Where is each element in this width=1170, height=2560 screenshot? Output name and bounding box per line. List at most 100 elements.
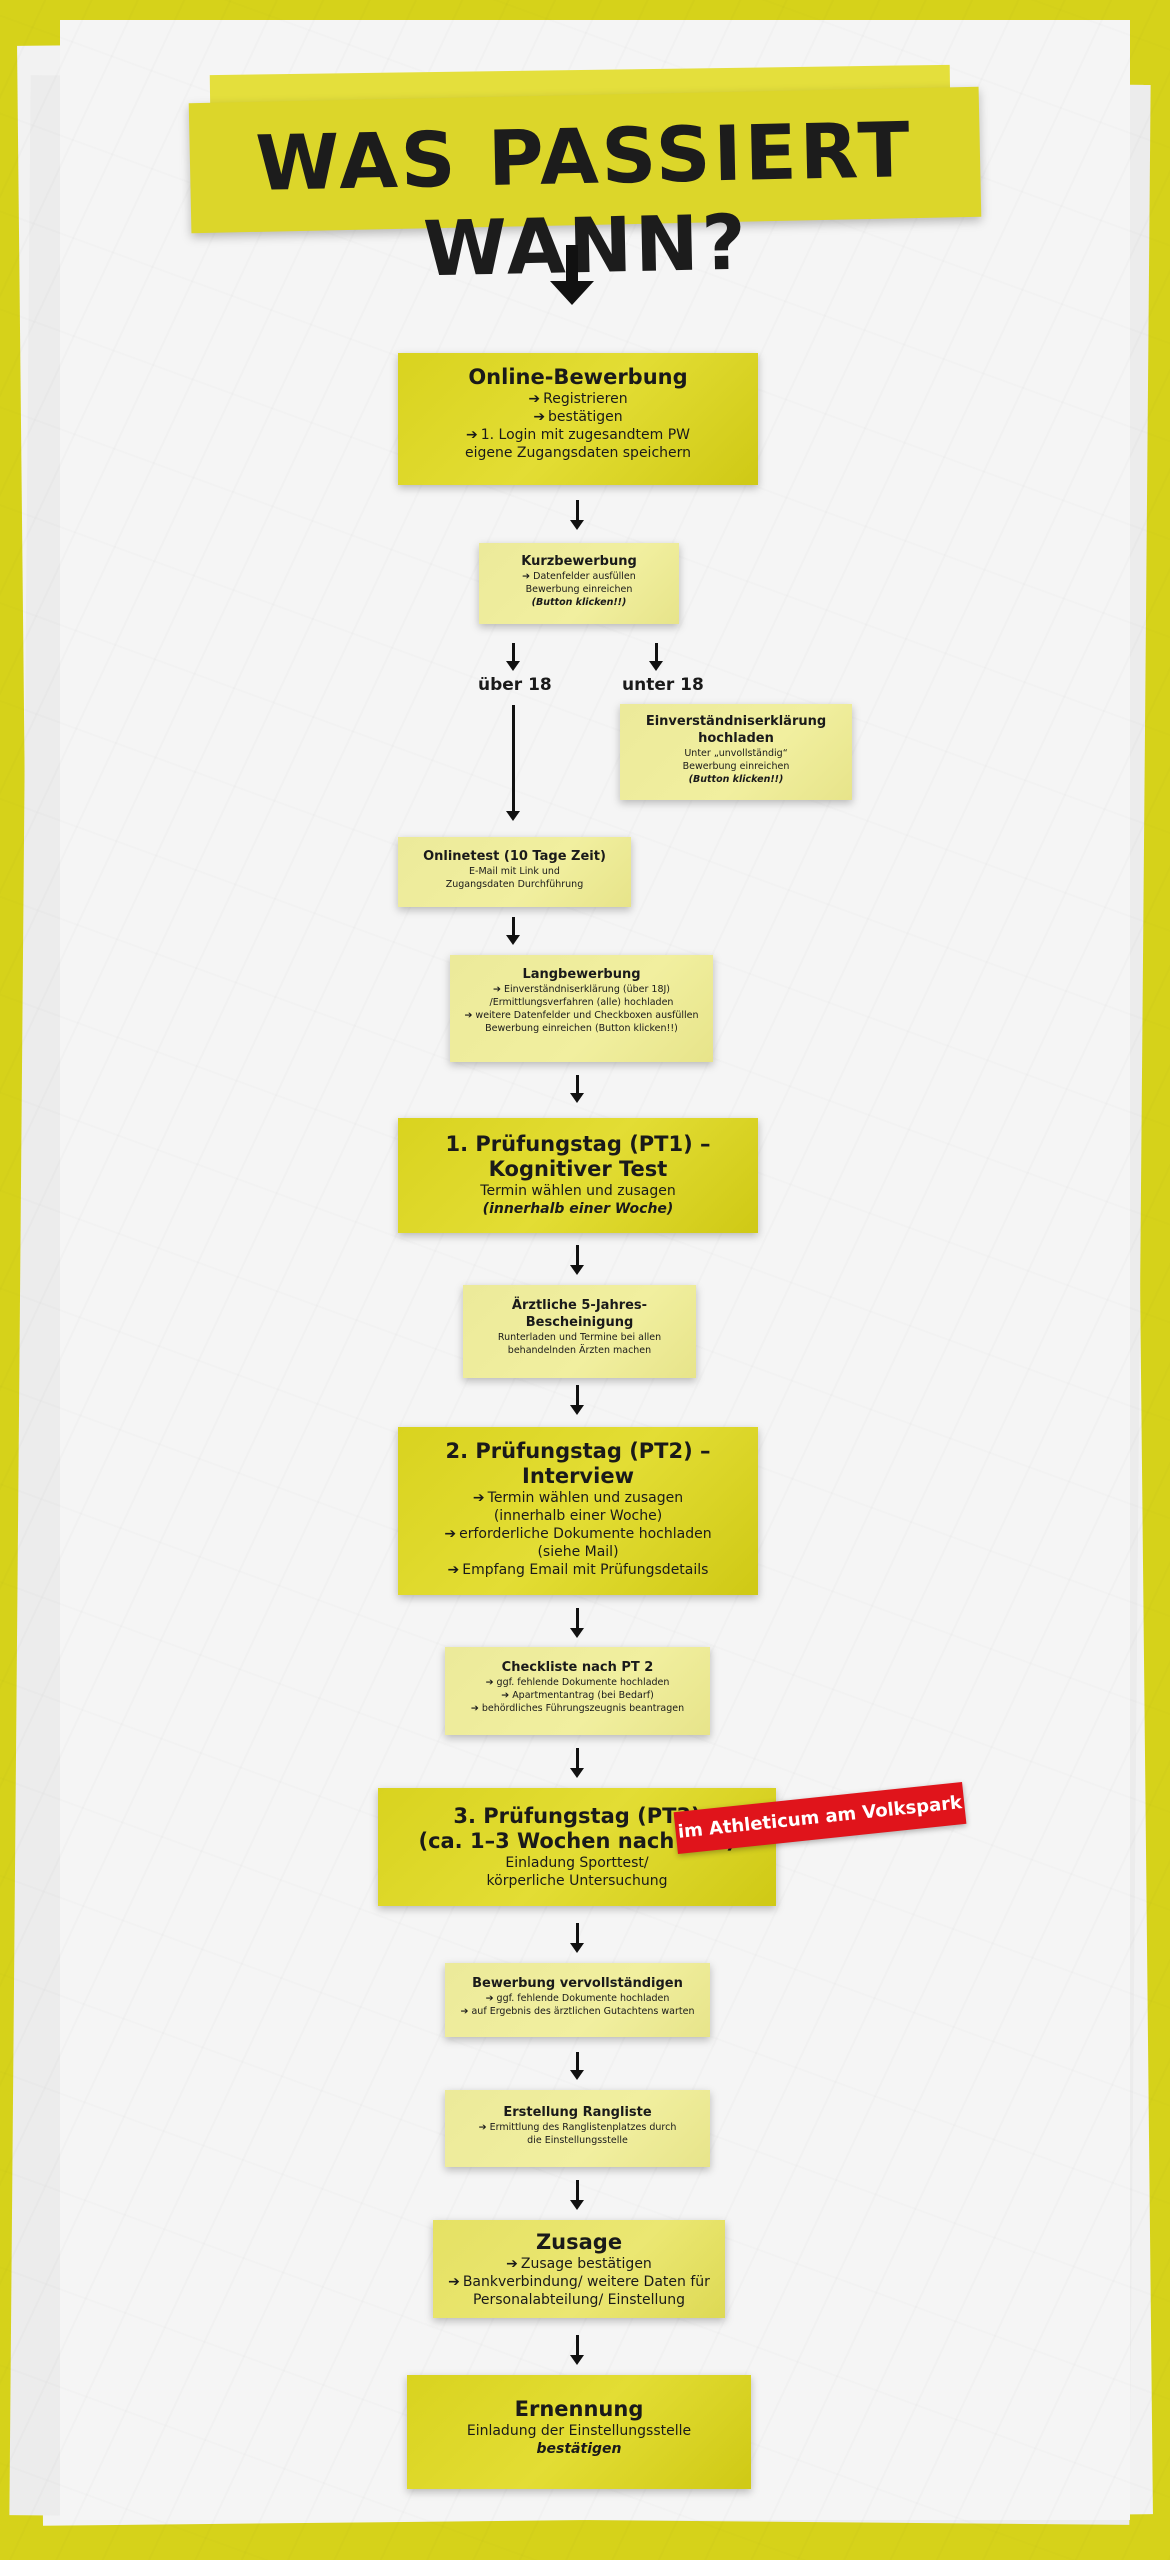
arrow-icon: ➔	[485, 1677, 494, 1688]
down-arrow-icon	[570, 1075, 584, 1103]
arrow-icon: ➔	[448, 2274, 460, 2290]
step-ernennung: Ernennung Einladung der Einstellungsstel…	[407, 2375, 751, 2489]
step-pt1: 1. Prüfungstag (PT1) – Kognitiver Test T…	[398, 1118, 758, 1233]
step-line: Zusage bestätigen	[520, 2256, 652, 2272]
step-line: E-Mail mit Link und	[469, 866, 560, 877]
step-line: erforderliche Dokumente hochladen	[459, 1526, 712, 1542]
down-arrow-icon	[570, 1748, 584, 1778]
step-line: Personalabteilung/ Einstellung	[472, 2292, 686, 2308]
arrow-icon: ➔	[460, 2006, 469, 2017]
step-line: Runterladen und Termine bei allen	[497, 1332, 662, 1343]
arrow-icon: ➔	[478, 2122, 487, 2133]
down-arrow-icon	[570, 2335, 584, 2365]
step-title: Kurzbewerbung	[521, 554, 637, 569]
step-title: Bescheinigung	[525, 1315, 634, 1330]
step-line: ggf. fehlende Dokumente hochladen	[496, 1677, 670, 1688]
step-langbewerbung: Langbewerbung ➔Einverständniserklärung (…	[450, 955, 713, 1062]
down-arrow-icon	[570, 1608, 584, 1638]
arrow-icon: ➔	[528, 391, 541, 407]
step-title: Ärztliche 5-Jahres-	[511, 1298, 648, 1313]
step-line: /Ermittlungsverfahren (alle) hochladen	[489, 997, 674, 1008]
step-line: weitere Datenfelder und Checkboxen ausfü…	[475, 1010, 699, 1021]
step-line: Termin wählen und zusagen	[487, 1490, 684, 1506]
step-line: bestätigen	[536, 2441, 622, 2457]
branch-label-over-18: über 18	[478, 675, 552, 695]
arrow-icon: ➔	[444, 1526, 457, 1542]
step-title: Onlinetest (10 Tage Zeit)	[423, 849, 606, 864]
step-kurzbewerbung: Kurzbewerbung ➔Datenfelder ausfüllen Bew…	[479, 543, 679, 624]
step-line: Unter „unvollständig“	[684, 748, 788, 759]
step-line: Apartmentantrag (bei Bedarf)	[512, 1690, 654, 1701]
step-line: die Einstellungsstelle	[527, 2135, 628, 2146]
down-arrow-icon	[570, 2180, 584, 2210]
step-line: Empfang Email mit Prüfungsdetails	[462, 1562, 709, 1578]
step-title: hochladen	[698, 731, 774, 746]
step-line: Datenfelder ausfüllen	[533, 571, 636, 582]
step-line: (innerhalb einer Woche)	[493, 1508, 663, 1524]
down-arrow-icon	[506, 643, 520, 671]
step-title: 2. Prüfungstag (PT2) –	[445, 1439, 711, 1463]
step-einverstaendniserklaerung: Einverständniserklärung hochladen Unter …	[620, 704, 852, 800]
step-line: Einladung der Einstellungsstelle	[466, 2423, 692, 2439]
step-line: körperliche Untersuchung	[486, 1873, 668, 1889]
step-bewerbung-vervollstaendigen: Bewerbung vervollständigen ➔ggf. fehlend…	[445, 1963, 710, 2037]
step-line: eigene Zugangsdaten speichern	[464, 445, 692, 461]
big-down-arrow-icon	[550, 245, 594, 305]
step-line: ggf. fehlende Dokumente hochladen	[496, 1993, 670, 2004]
down-arrow-icon	[649, 643, 663, 671]
step-line: Ermittlung des Ranglistenplatzes durch	[489, 2122, 677, 2133]
step-title: Checkliste nach PT 2	[501, 1660, 654, 1675]
step-line: behördliches Führungszeugnis beantragen	[481, 1703, 685, 1714]
step-title: Bewerbung vervollständigen	[472, 1976, 683, 1991]
step-line: (Button klicken!!)	[688, 774, 784, 785]
step-title: Erstellung Rangliste	[503, 2105, 652, 2120]
arrow-icon: ➔	[506, 2256, 518, 2272]
step-line: (siehe Mail)	[537, 1544, 619, 1560]
arrow-icon: ➔	[465, 427, 478, 443]
step-line: Bewerbung einreichen	[682, 761, 790, 772]
step-line: Bewerbung einreichen	[525, 584, 633, 595]
branch-label-under-18: unter 18	[622, 675, 704, 695]
step-erstellung-rangliste: Erstellung Rangliste ➔Ermittlung des Ran…	[445, 2090, 710, 2167]
down-arrow-icon	[506, 705, 520, 821]
step-title: 3. Prüfungstag (PT3)	[453, 1804, 701, 1828]
arrow-icon: ➔	[522, 571, 531, 582]
step-line: Registrieren	[543, 391, 628, 407]
step-zusage: Zusage ➔Zusage bestätigen ➔Bankverbindun…	[433, 2220, 725, 2318]
step-line: Bewerbung einreichen (Button klicken!!)	[485, 1023, 678, 1034]
step-title: Online-Bewerbung	[468, 365, 688, 389]
arrow-icon: ➔	[464, 1010, 473, 1021]
step-line: Zugangsdaten Durchführung	[445, 879, 584, 890]
step-line: Einverständniserklärung (über 18J)	[503, 984, 670, 995]
step-aerztliche-bescheinigung: Ärztliche 5-Jahres- Bescheinigung Runter…	[463, 1285, 696, 1378]
step-online-bewerbung: Online-Bewerbung ➔Registrieren ➔bestätig…	[398, 353, 758, 485]
step-title: Langbewerbung	[522, 967, 641, 982]
step-title: 1. Prüfungstag (PT1) –	[445, 1132, 711, 1156]
step-title: Ernennung	[514, 2397, 644, 2421]
step-title: Einverständniserklärung	[645, 714, 827, 729]
arrow-icon: ➔	[472, 1490, 485, 1506]
arrow-icon: ➔	[533, 409, 546, 425]
step-title: Kognitiver Test	[488, 1157, 668, 1181]
arrow-icon: ➔	[485, 1993, 494, 2004]
step-line: auf Ergebnis des ärztlichen Gutachtens w…	[471, 2006, 695, 2017]
step-title: Zusage	[535, 2230, 623, 2254]
step-checkliste-pt2: Checkliste nach PT 2 ➔ggf. fehlende Doku…	[445, 1647, 710, 1735]
step-onlinetest: Onlinetest (10 Tage Zeit) E-Mail mit Lin…	[398, 837, 631, 907]
step-line: Bankverbindung/ weitere Daten für	[462, 2274, 710, 2290]
step-title: Interview	[522, 1464, 634, 1488]
down-arrow-icon	[570, 1385, 584, 1415]
step-line: Einladung Sporttest/	[505, 1855, 649, 1871]
arrow-icon: ➔	[493, 984, 501, 995]
page-title: WAS PASSIERT WANN?	[254, 105, 914, 294]
arrow-icon: ➔	[447, 1562, 460, 1578]
arrow-icon: ➔	[501, 1690, 510, 1701]
down-arrow-icon	[506, 917, 520, 945]
step-line: (innerhalb einer Woche)	[482, 1201, 674, 1217]
step-line: bestätigen	[548, 409, 623, 425]
step-line: Termin wählen und zusagen	[480, 1183, 676, 1199]
step-line: 1. Login mit zugesandtem PW	[480, 427, 691, 443]
step-line: behandelnden Ärzten machen	[507, 1345, 652, 1356]
down-arrow-icon	[570, 1923, 584, 1953]
step-line: (Button klicken!!)	[531, 597, 627, 608]
